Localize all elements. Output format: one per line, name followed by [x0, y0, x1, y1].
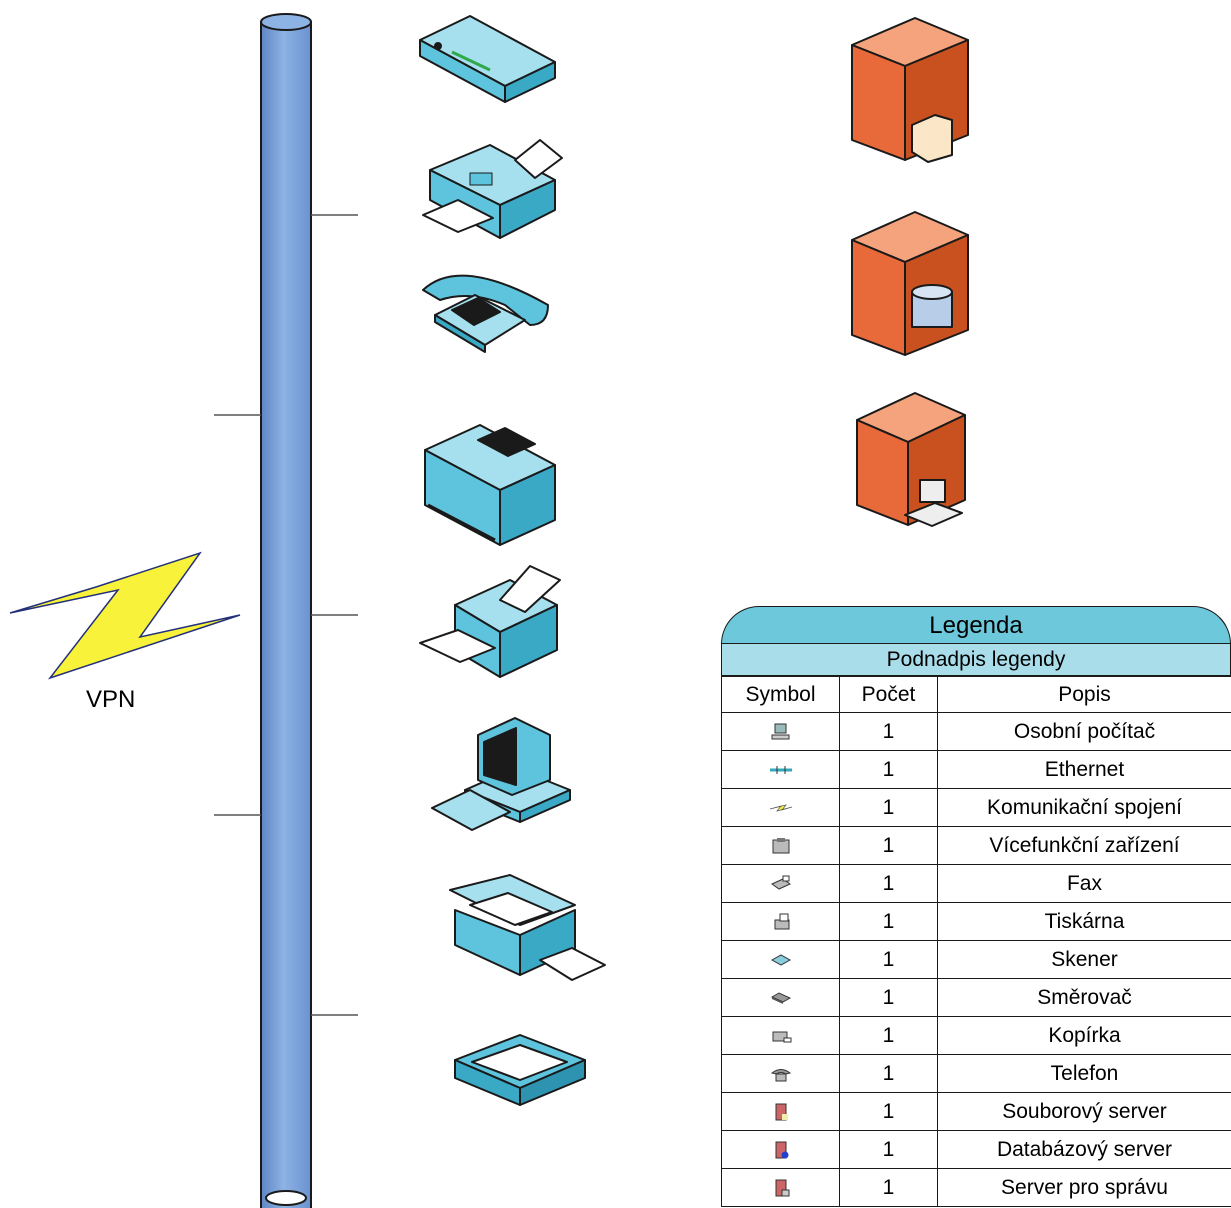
legend-symbol-cell — [721, 788, 840, 827]
legend-description-cell: Kopírka — [937, 1016, 1231, 1055]
legend-description-cell: Směrovač — [937, 978, 1231, 1017]
legend: Legenda Podnadpis legendy Symbol Počet P… — [721, 606, 1231, 1207]
legend-description-cell: Ethernet — [937, 750, 1231, 789]
legend-count-cell: 1 — [839, 1054, 938, 1093]
bus-connectors — [214, 214, 358, 1016]
printer-icon — [769, 910, 793, 933]
copier-icon — [449, 874, 606, 981]
fax-icon — [422, 139, 563, 239]
legend-title: Legenda — [721, 606, 1231, 644]
legend-symbol-cell — [721, 902, 840, 941]
legend-symbol-cell — [721, 750, 840, 789]
ethernet-icon — [769, 758, 793, 781]
legend-symbol-cell — [721, 940, 840, 979]
legend-symbol-cell — [721, 1168, 840, 1207]
database-server-icon — [769, 1138, 793, 1161]
legend-symbol-cell — [721, 712, 840, 751]
legend-symbol-cell — [721, 978, 840, 1017]
legend-symbol-cell — [721, 826, 840, 865]
legend-count-cell: 1 — [839, 978, 938, 1017]
legend-count-cell: 1 — [839, 864, 938, 903]
management-server-icon — [856, 392, 966, 527]
multifunction-device-icon — [424, 424, 556, 546]
scanner-icon — [454, 1034, 586, 1106]
communication-link-icon — [9, 551, 241, 680]
scanner-icon — [769, 948, 793, 971]
legend-symbol-cell — [721, 1016, 840, 1055]
legend-description-cell: Fax — [937, 864, 1231, 903]
fax-icon — [769, 872, 793, 895]
vpn-label: VPN — [86, 686, 136, 713]
legend-count-cell: 1 — [839, 940, 938, 979]
legend-count-cell: 1 — [839, 1016, 938, 1055]
router-icon — [769, 986, 793, 1009]
legend-header-row: Symbol Počet Popis — [721, 676, 1231, 713]
printer-icon — [419, 565, 561, 678]
telephone-icon — [769, 1062, 793, 1085]
header-description: Popis — [937, 676, 1231, 713]
file-server-icon — [769, 1100, 793, 1123]
personal-computer-icon — [431, 717, 571, 831]
personal-computer-icon — [769, 720, 793, 743]
multifunction-device-icon — [769, 834, 793, 857]
legend-description-cell: Vícefunkční zařízení — [937, 826, 1231, 865]
communication-link-icon — [769, 796, 793, 819]
legend-count-cell: 1 — [839, 712, 938, 751]
legend-subtitle: Podnadpis legendy — [721, 644, 1231, 676]
router-icon — [419, 15, 556, 103]
legend-description-cell: Telefon — [937, 1054, 1231, 1093]
file-server-icon — [851, 17, 969, 163]
legend-description-cell: Skener — [937, 940, 1231, 979]
legend-description-cell: Souborový server — [937, 1092, 1231, 1131]
legend-description-cell: Tiskárna — [937, 902, 1231, 941]
telephone-icon — [422, 274, 549, 353]
legend-description-cell: Server pro správu — [937, 1168, 1231, 1207]
copier-icon — [769, 1024, 793, 1047]
database-server-icon — [851, 211, 969, 356]
header-count: Počet — [839, 676, 938, 713]
legend-count-cell: 1 — [839, 788, 938, 827]
legend-symbol-cell — [721, 1130, 840, 1169]
legend-description-cell: Komunikační spojení — [937, 788, 1231, 827]
header-symbol: Symbol — [721, 676, 840, 713]
legend-symbol-cell — [721, 1054, 840, 1093]
legend-count-cell: 1 — [839, 826, 938, 865]
management-server-icon — [769, 1176, 793, 1199]
legend-count-cell: 1 — [839, 1168, 938, 1207]
legend-count-cell: 1 — [839, 1130, 938, 1169]
legend-count-cell: 1 — [839, 1092, 938, 1131]
legend-count-cell: 1 — [839, 750, 938, 789]
legend-symbol-cell — [721, 864, 840, 903]
legend-count-cell: 1 — [839, 902, 938, 941]
legend-symbol-cell — [721, 1092, 840, 1131]
legend-description-cell: Databázový server — [937, 1130, 1231, 1169]
ethernet-bus — [260, 13, 312, 1208]
legend-description-cell: Osobní počítač — [937, 712, 1231, 751]
